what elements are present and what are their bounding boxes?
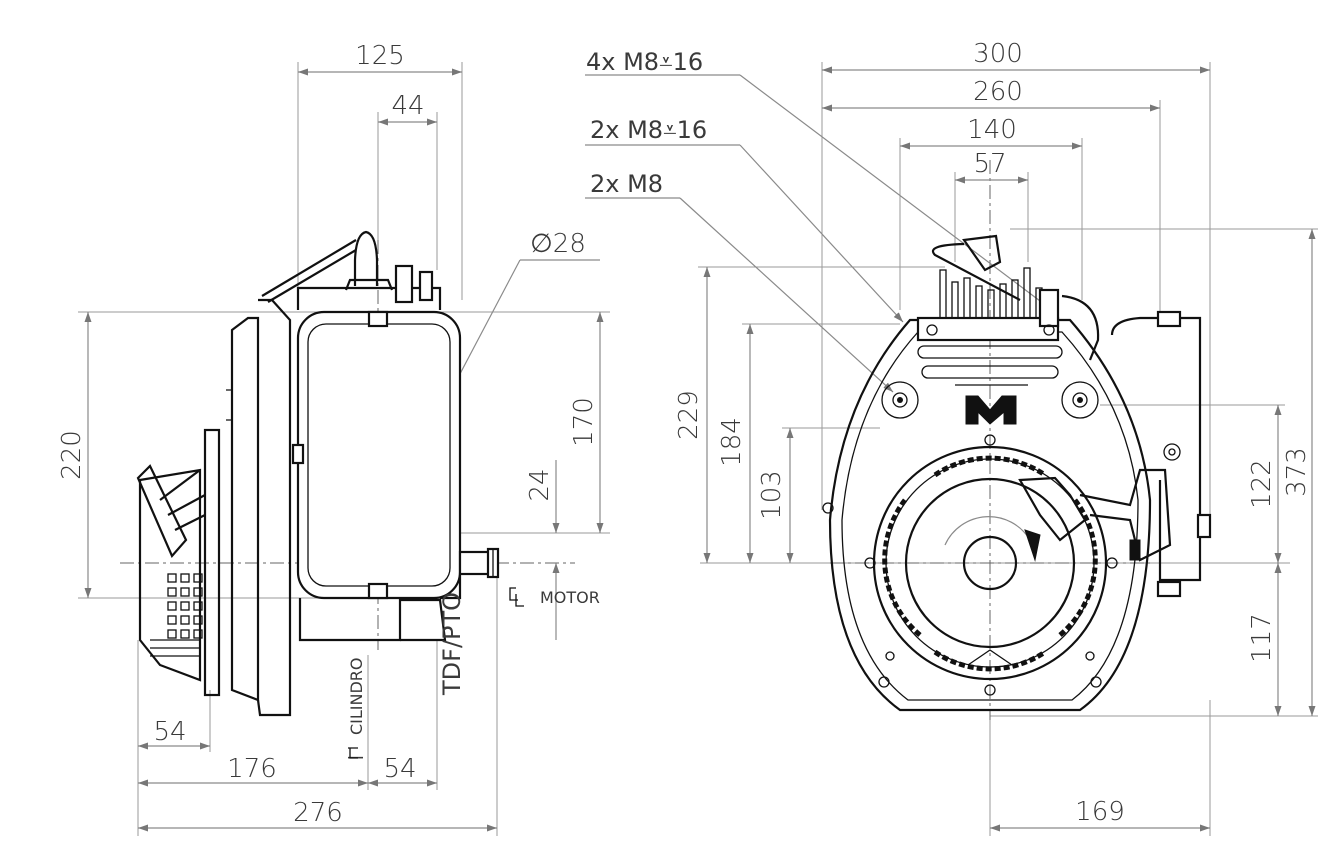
dim-117: 117 — [1247, 613, 1277, 663]
rotation-arrow-icon — [1024, 529, 1041, 562]
mount-hole-right — [1061, 381, 1099, 419]
front-view: 300 260 140 57 229 184 103 122 373 117 1… — [585, 39, 1318, 836]
dim-140: 140 — [967, 115, 1017, 145]
dim-300: 300 — [973, 39, 1023, 69]
dim-125: 125 — [355, 41, 405, 71]
callout-4x-m8-16: 4x M8⩡16 — [586, 48, 703, 76]
dim-122: 122 — [1247, 459, 1277, 509]
dim-57: 57 — [973, 149, 1006, 179]
mount-hole-left — [881, 381, 919, 419]
tdf-pto-label: TDF/PTO — [438, 592, 466, 696]
callout-2x-m8: 2x M8 — [590, 170, 663, 198]
dim-24: 24 — [525, 468, 555, 501]
side-view: 125 44 ∅28 220 170 24 54 176 54 276 ꟾ CI… — [57, 41, 610, 836]
svg-text:CILINDRO: CILINDRO — [347, 657, 366, 735]
svg-text:MOTOR: MOTOR — [540, 588, 600, 607]
callout-2x-m8-16: 2x M8⩡16 — [590, 116, 707, 144]
dim-170: 170 — [569, 397, 599, 447]
dim-dia-28: ∅28 — [530, 229, 586, 259]
dim-169: 169 — [1075, 797, 1125, 827]
engine-front-body — [822, 234, 1212, 712]
dim-176: 176 — [227, 754, 277, 784]
cylinder-fins — [939, 267, 1043, 319]
dim-260: 260 — [973, 77, 1023, 107]
dim-44: 44 — [391, 91, 424, 121]
cl-cilindro-label: ꟾ CILINDRO — [347, 657, 367, 760]
starter-grill — [150, 573, 203, 657]
dim-373: 373 — [1282, 447, 1312, 497]
starter-vents — [882, 455, 1098, 672]
dim-184: 184 — [717, 417, 747, 467]
dim-220: 220 — [57, 430, 87, 480]
dim-103: 103 — [757, 470, 787, 520]
cl-motor-label: MOTOR — [509, 587, 600, 607]
dim-54-left: 54 — [153, 717, 186, 747]
dim-276: 276 — [293, 798, 343, 828]
brand-logo — [965, 395, 1017, 425]
dim-54-right: 54 — [383, 754, 416, 784]
dim-229: 229 — [674, 390, 704, 440]
